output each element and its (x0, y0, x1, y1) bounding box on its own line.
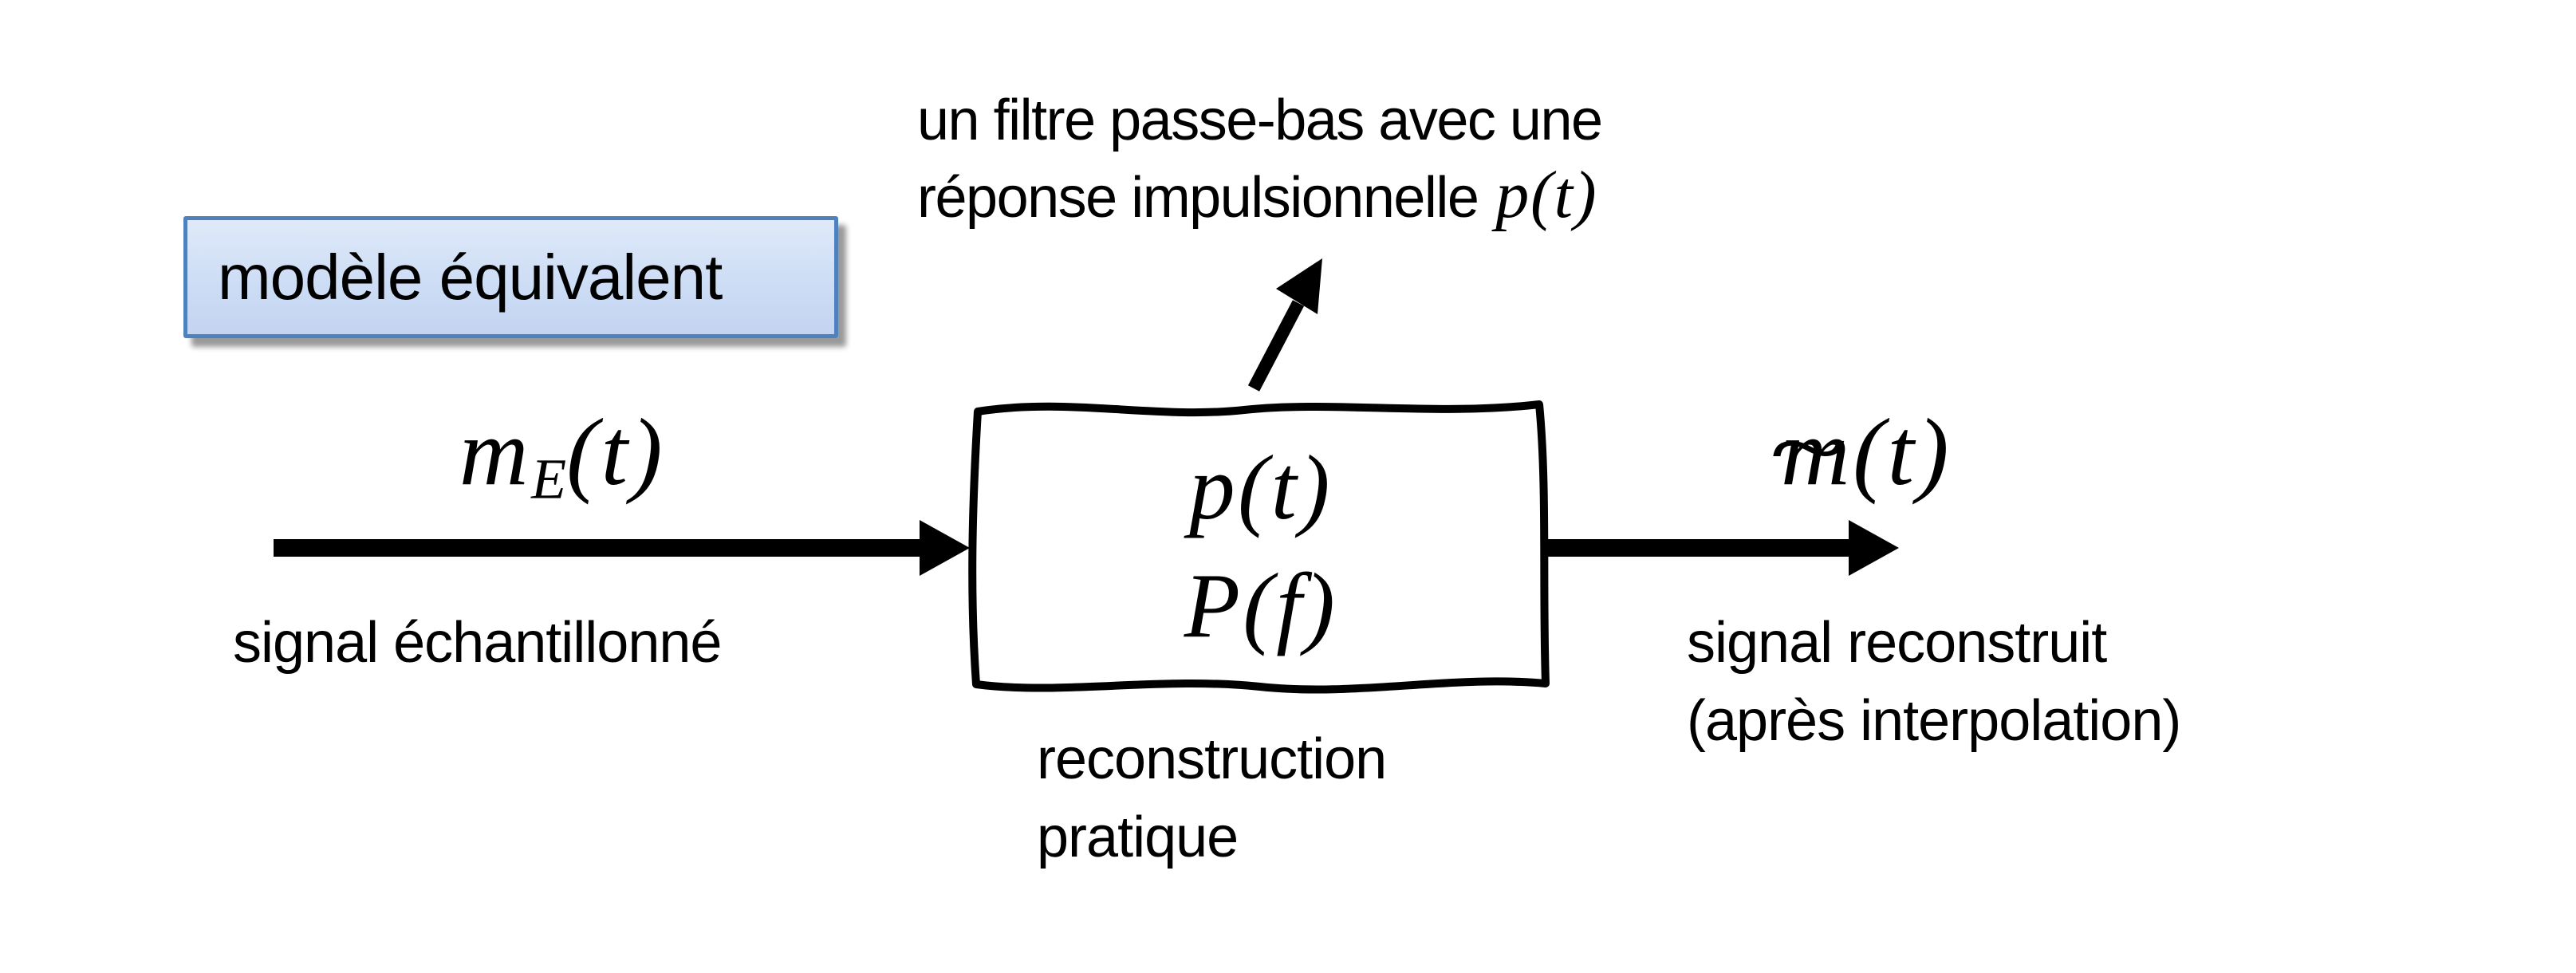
filter-pointer-arrow (1247, 258, 1322, 392)
tilde-accent: ~ (1769, 398, 1853, 498)
input-signal-math: mE(t) (459, 399, 666, 511)
filter-note-math: p(t) (1495, 158, 1598, 232)
filter-note-line1: un filtre passe-bas avec une (917, 89, 1603, 152)
input-signal-caption: signal échantillonné (233, 611, 722, 675)
filter-block-math: p(t) P(f) (979, 429, 1542, 665)
input-signal-subscript: E (531, 447, 567, 511)
model-label: modèle équivalent (218, 241, 723, 313)
filter-impulse-response: p(t) (1189, 437, 1333, 538)
output-signal-caption: signal reconstruit (après interpolation) (1687, 611, 2181, 753)
filter-block-caption: reconstruction pratique (1037, 727, 1387, 869)
model-label-box: modèle équivalent (183, 216, 838, 338)
filter-note: un filtre passe-bas avec une réponse imp… (917, 82, 1603, 237)
output-arrow (1544, 520, 1899, 576)
filter-frequency-response: P(f) (1184, 555, 1338, 656)
m-tilde: ~m (1769, 398, 1853, 505)
input-arrow (274, 520, 970, 576)
output-signal-math: ~m(t) (1743, 397, 1990, 507)
filter-block-outline (968, 400, 1550, 694)
